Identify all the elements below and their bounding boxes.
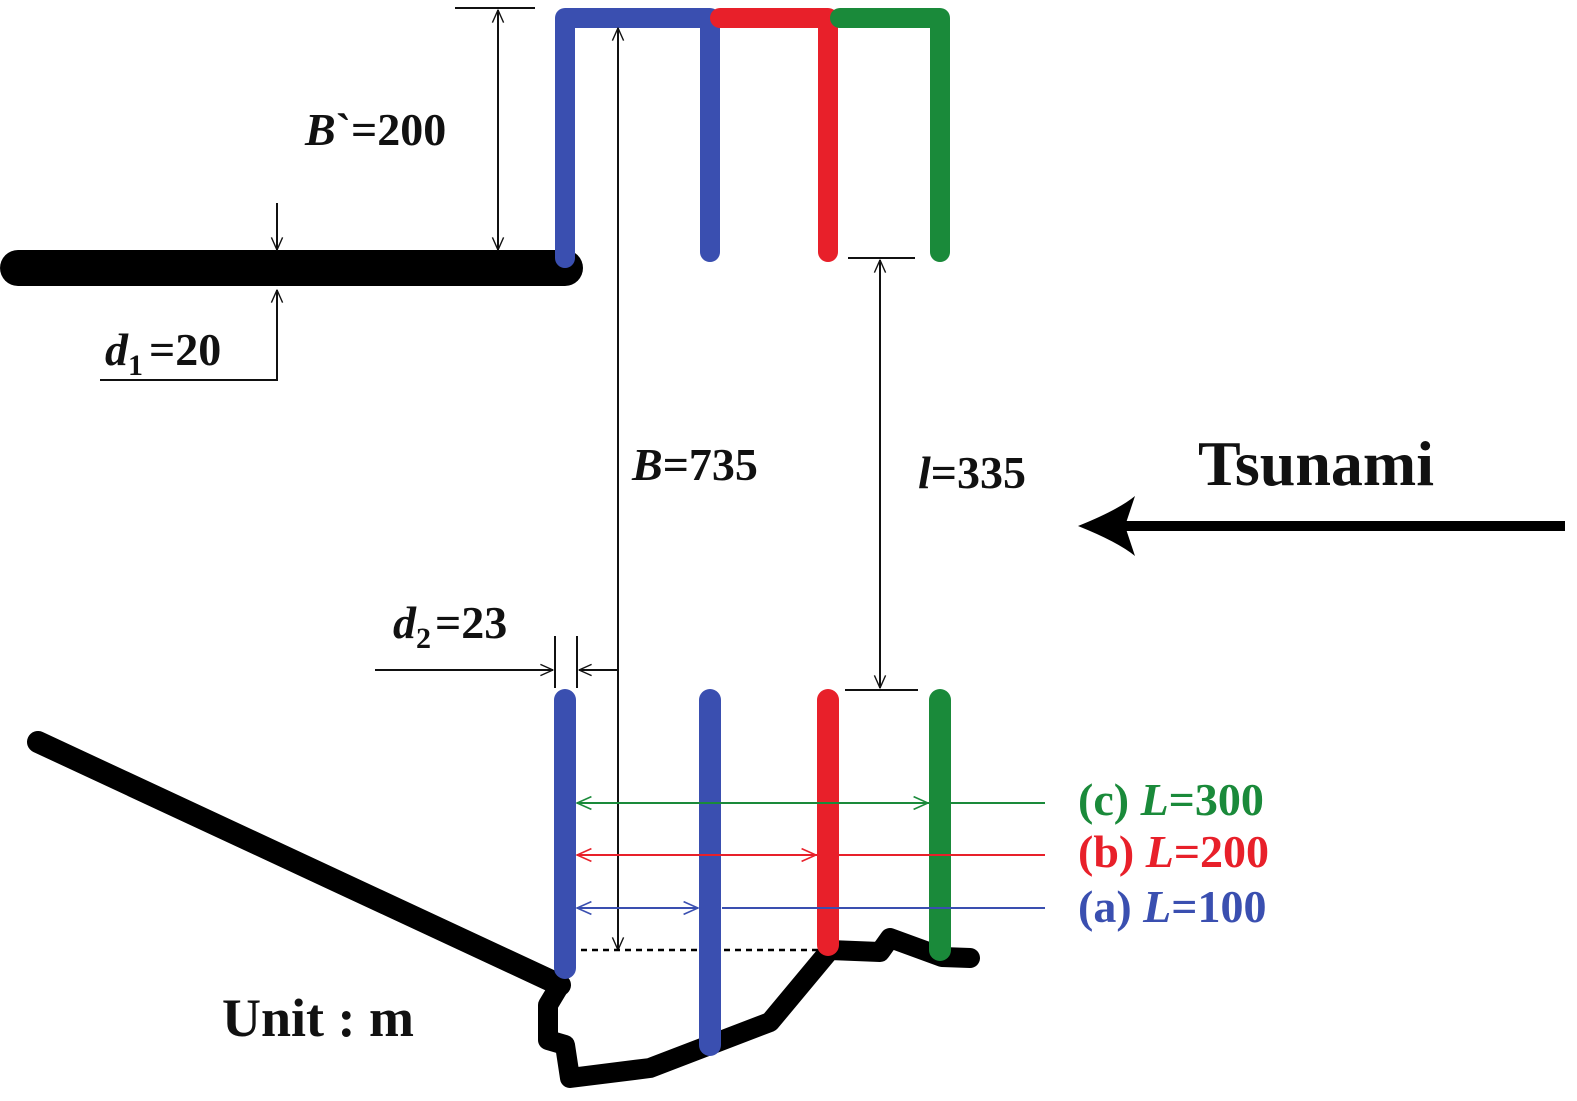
b-prime-label: B`=200 bbox=[304, 104, 446, 155]
l-label: l=335 bbox=[918, 447, 1026, 498]
green-upper-wall bbox=[830, 8, 950, 262]
b-label: B=735 bbox=[631, 439, 758, 490]
tsunami-arrow-head bbox=[1078, 496, 1135, 556]
case-c-label: (c) L=300 bbox=[1078, 774, 1264, 825]
unit-label: Unit : m bbox=[222, 988, 414, 1048]
red-upper-wall bbox=[710, 8, 838, 262]
sloping-ground bbox=[27, 731, 571, 996]
d2-label: d2=23 bbox=[393, 597, 507, 655]
blue-upper-wall bbox=[555, 8, 720, 268]
d1-label: d1=20 bbox=[105, 324, 221, 382]
seabed-profile bbox=[538, 928, 980, 1088]
tsunami-label: Tsunami bbox=[1198, 428, 1434, 499]
case-a-label: (a) L=100 bbox=[1078, 881, 1266, 932]
case-b-label: (b) L=200 bbox=[1078, 826, 1269, 877]
d1-bottom-arrow bbox=[100, 290, 277, 381]
